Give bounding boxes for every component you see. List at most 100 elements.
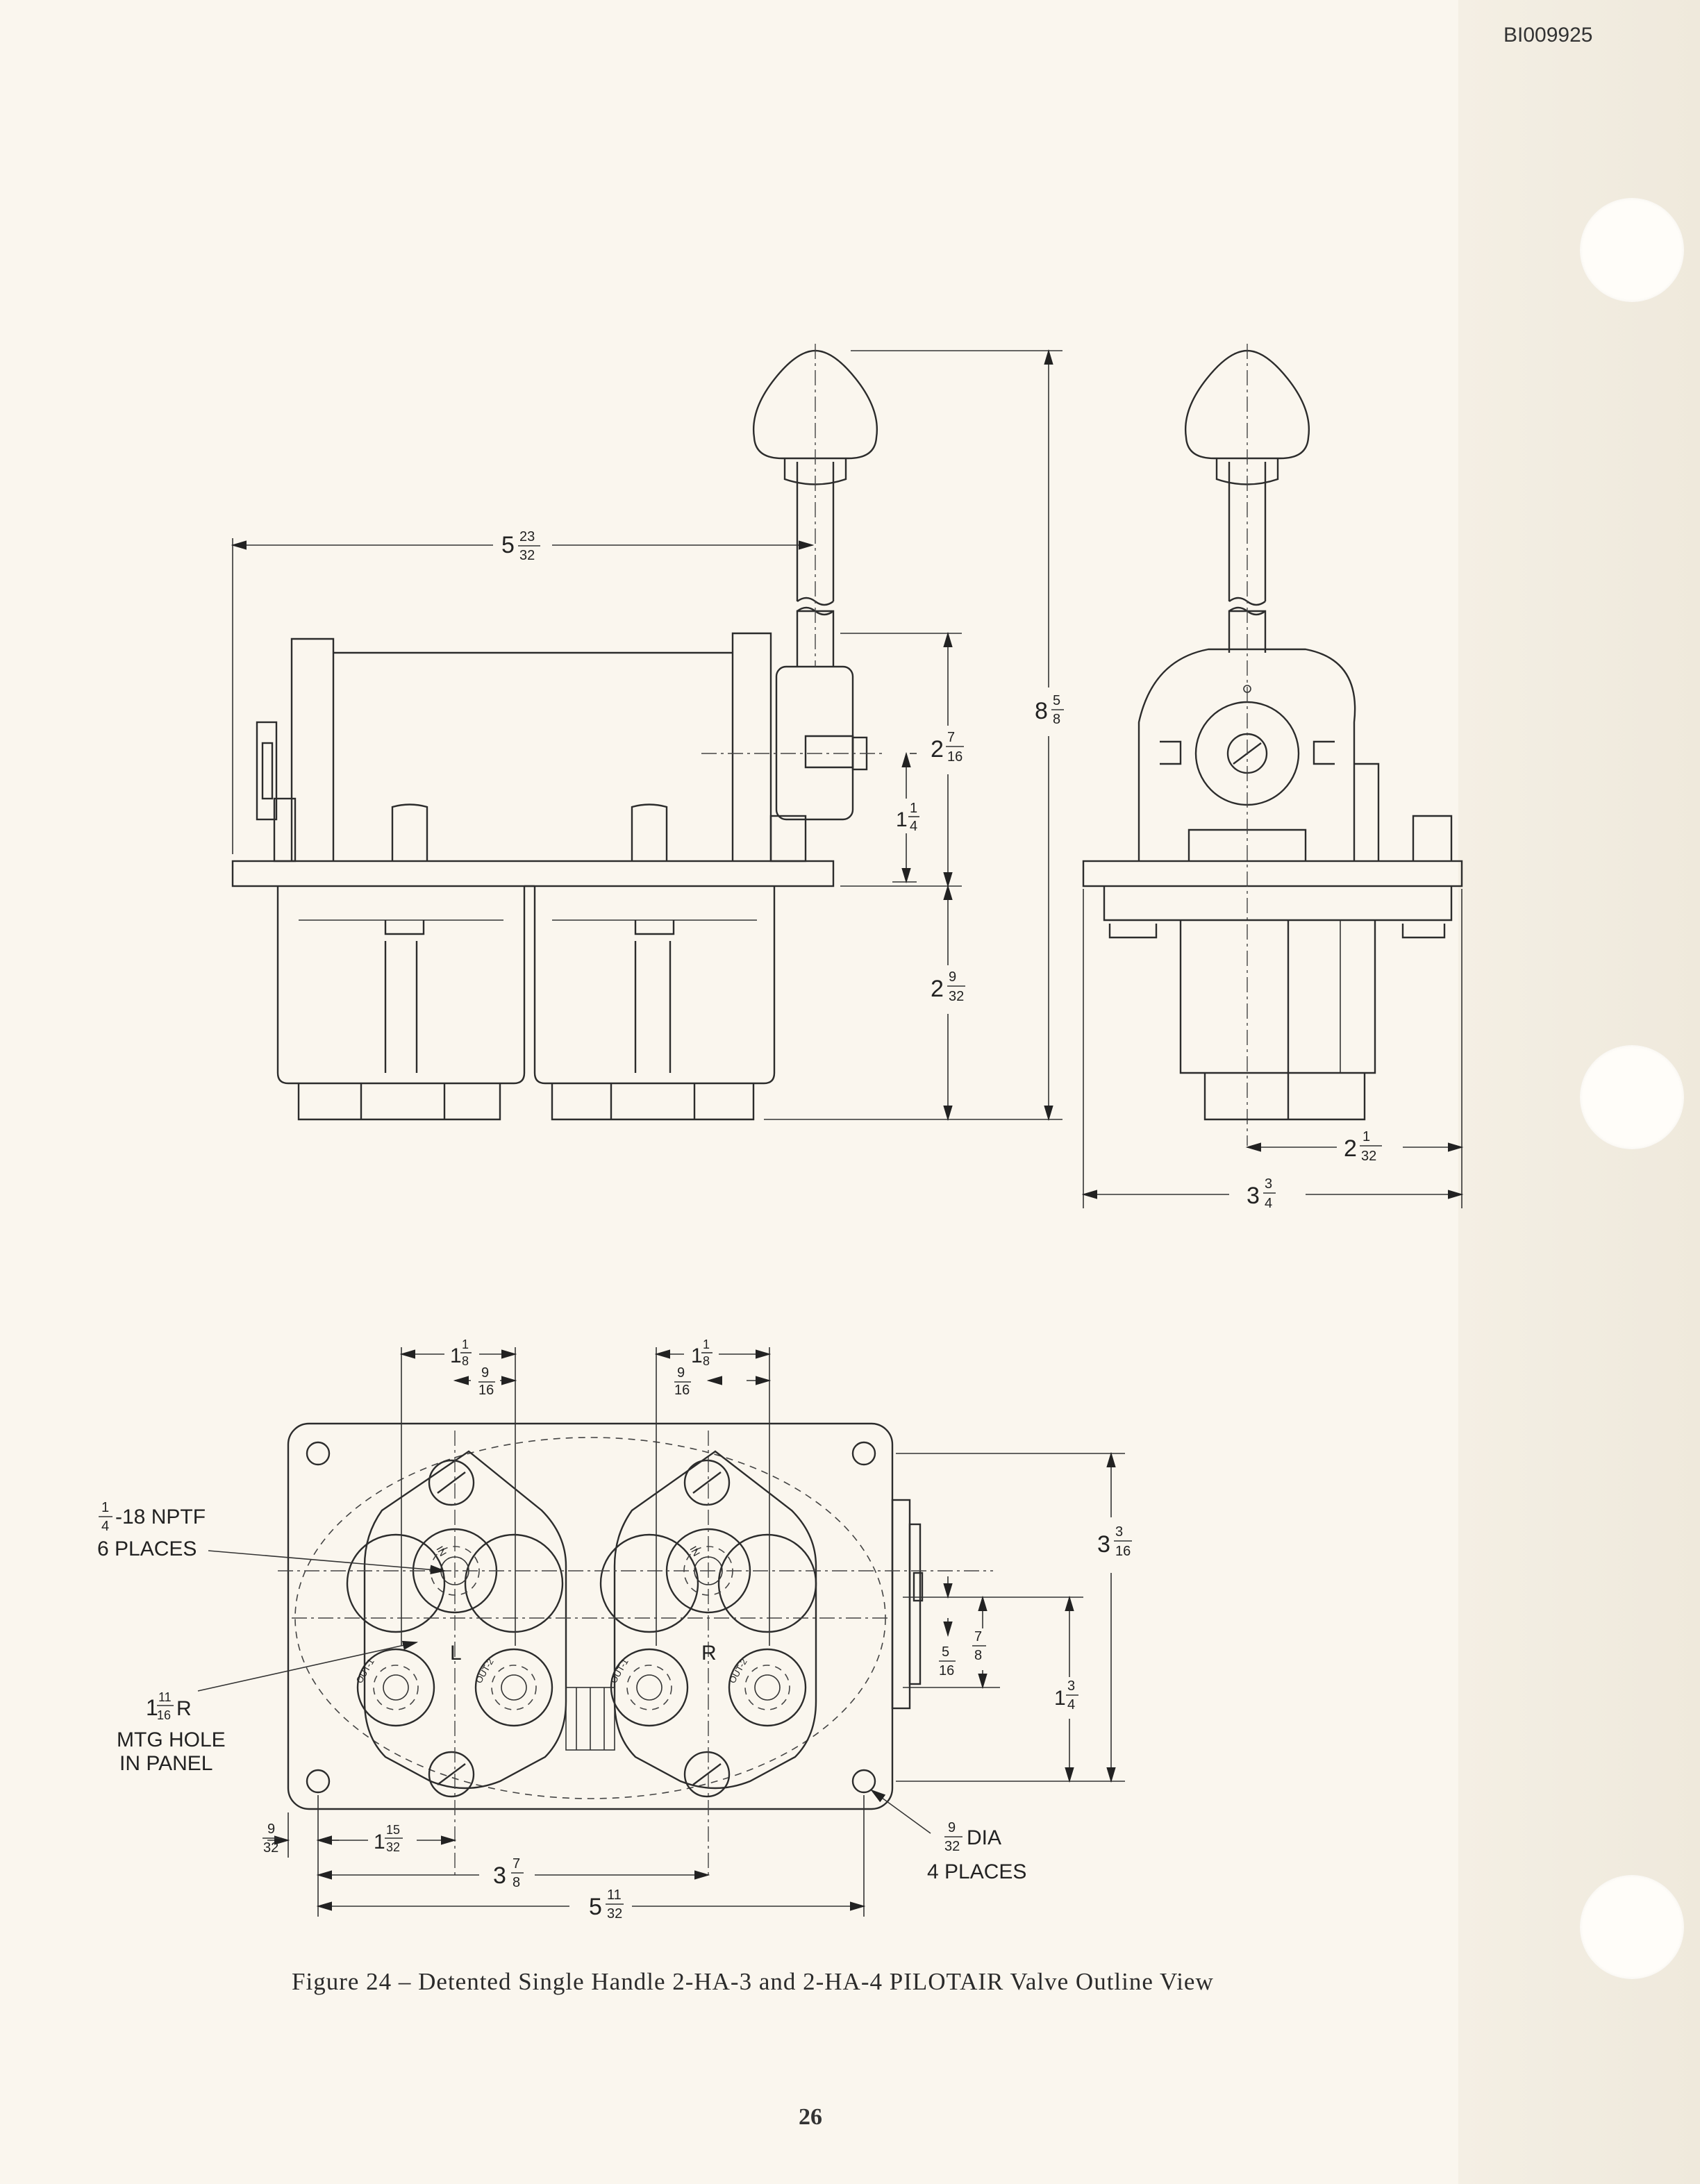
left-in-port-label: IN bbox=[434, 1544, 449, 1558]
svg-text:32: 32 bbox=[519, 548, 535, 563]
svg-text:5: 5 bbox=[1053, 693, 1060, 708]
svg-text:1: 1 bbox=[462, 1337, 469, 1351]
svg-text:4 PLACES: 4 PLACES bbox=[927, 1860, 1026, 1883]
hole-spacing-vertical-dimension: 1 3 4 bbox=[1054, 1678, 1078, 1712]
pivot-height-dimension: 1 1 4 bbox=[896, 801, 919, 834]
svg-text:3: 3 bbox=[1097, 1531, 1110, 1558]
end-view bbox=[1082, 344, 1463, 1146]
figure-caption: Figure 24 – Detented Single Handle 2-HA-… bbox=[292, 1968, 1214, 1995]
binder-hole-bottom bbox=[1580, 1875, 1684, 1979]
svg-text:1: 1 bbox=[691, 1344, 703, 1367]
right-valve-label: R bbox=[701, 1642, 717, 1665]
svg-text:16: 16 bbox=[674, 1383, 690, 1398]
port-vertical-dimension: 7 8 bbox=[972, 1629, 986, 1663]
upper-section-dimension: 2 7 16 bbox=[931, 730, 964, 765]
svg-text:15: 15 bbox=[386, 1823, 400, 1837]
svg-text:32: 32 bbox=[949, 989, 964, 1004]
svg-text:9: 9 bbox=[677, 1365, 685, 1381]
overall-height-dimension: 8 5 8 bbox=[1035, 693, 1064, 727]
document-id: BI009925 bbox=[1503, 24, 1593, 47]
svg-text:DIA: DIA bbox=[967, 1826, 1001, 1849]
hole-spacing-horizontal-dimension: 5 11 32 bbox=[589, 1887, 624, 1922]
svg-text:3: 3 bbox=[1067, 1678, 1075, 1694]
end-half-width-dimension: 2 1 32 bbox=[1344, 1129, 1382, 1164]
left-out1-port-label: OUT-1 bbox=[354, 1657, 376, 1685]
svg-text:11: 11 bbox=[158, 1690, 172, 1704]
svg-text:1: 1 bbox=[146, 1695, 158, 1720]
svg-text:8: 8 bbox=[703, 1354, 710, 1368]
svg-text:-18 NPTF: -18 NPTF bbox=[115, 1506, 206, 1528]
port-spacing-left-dimension: 1 1 8 bbox=[450, 1337, 472, 1368]
svg-text:16: 16 bbox=[939, 1663, 954, 1678]
svg-text:1: 1 bbox=[101, 1500, 109, 1515]
bottom-view-dimensions bbox=[197, 1347, 1125, 1917]
svg-text:32: 32 bbox=[607, 1906, 622, 1922]
svg-text:1: 1 bbox=[374, 1831, 385, 1853]
svg-text:4: 4 bbox=[1067, 1697, 1075, 1712]
mount-height-dimension: 3 3 16 bbox=[1097, 1524, 1132, 1559]
edge-offset-dimension: 9 32 bbox=[262, 1822, 281, 1856]
svg-text:9: 9 bbox=[949, 969, 956, 985]
svg-text:2: 2 bbox=[931, 976, 944, 1002]
svg-text:8: 8 bbox=[1053, 712, 1060, 727]
svg-text:1: 1 bbox=[450, 1344, 462, 1367]
svg-text:7: 7 bbox=[974, 1629, 982, 1644]
side-view-dimensions bbox=[231, 349, 1062, 1122]
port-vertical-offset-dimension: 5 16 bbox=[939, 1644, 956, 1678]
binder-hole-top bbox=[1580, 198, 1684, 302]
svg-text:3: 3 bbox=[1265, 1176, 1272, 1192]
right-out1-port-label: OUT-1 bbox=[608, 1657, 631, 1685]
svg-text:16: 16 bbox=[157, 1708, 171, 1722]
svg-text:2: 2 bbox=[931, 736, 944, 762]
svg-text:16: 16 bbox=[947, 749, 962, 765]
svg-text:4: 4 bbox=[101, 1519, 109, 1534]
center-distance-dimension: 3 7 8 bbox=[493, 1856, 524, 1890]
svg-text:2: 2 bbox=[1344, 1135, 1357, 1162]
svg-text:1: 1 bbox=[910, 801, 917, 816]
right-in-port-label: IN bbox=[688, 1544, 702, 1558]
svg-text:32: 32 bbox=[386, 1840, 400, 1854]
svg-text:R: R bbox=[176, 1697, 192, 1720]
port-offset-left-dimension: 9 16 bbox=[478, 1365, 495, 1398]
svg-text:9: 9 bbox=[948, 1820, 956, 1835]
svg-text:IN PANEL: IN PANEL bbox=[119, 1752, 213, 1775]
svg-text:8: 8 bbox=[512, 1875, 520, 1890]
svg-text:23: 23 bbox=[519, 529, 535, 544]
svg-text:8: 8 bbox=[974, 1648, 982, 1663]
side-view bbox=[231, 344, 882, 1121]
svg-text:1: 1 bbox=[896, 808, 908, 831]
first-port-dimension: 1 15 32 bbox=[374, 1823, 403, 1854]
dia-note: 9 32 DIA 4 PLACES bbox=[927, 1820, 1026, 1883]
svg-text:32: 32 bbox=[944, 1839, 960, 1854]
svg-text:16: 16 bbox=[478, 1383, 494, 1398]
svg-text:7: 7 bbox=[947, 730, 955, 745]
svg-text:4: 4 bbox=[910, 819, 917, 834]
svg-text:32: 32 bbox=[1361, 1149, 1376, 1164]
side-width-dimension: 5 23 32 bbox=[501, 529, 540, 563]
svg-text:6 PLACES: 6 PLACES bbox=[97, 1537, 197, 1560]
lower-section-dimension: 2 9 32 bbox=[931, 969, 965, 1004]
end-width-dimension: 3 3 4 bbox=[1247, 1176, 1276, 1211]
svg-text:7: 7 bbox=[512, 1856, 520, 1872]
svg-text:5: 5 bbox=[501, 532, 515, 558]
svg-text:8: 8 bbox=[1035, 698, 1048, 724]
svg-text:8: 8 bbox=[462, 1354, 469, 1368]
svg-text:3: 3 bbox=[493, 1862, 506, 1889]
svg-text:5: 5 bbox=[589, 1894, 602, 1920]
binder-hole-middle bbox=[1580, 1045, 1684, 1149]
port-spacing-right-dimension: 1 1 8 bbox=[691, 1337, 712, 1368]
page-number: 26 bbox=[799, 2104, 822, 2130]
svg-text:3: 3 bbox=[1115, 1524, 1123, 1540]
thread-spec-note: 1 4 -18 NPTF 6 PLACES bbox=[97, 1500, 206, 1560]
svg-text:MTG HOLE: MTG HOLE bbox=[117, 1728, 226, 1751]
svg-text:4: 4 bbox=[1265, 1196, 1272, 1211]
port-offset-right-dimension: 9 16 bbox=[674, 1365, 691, 1398]
svg-text:32: 32 bbox=[263, 1840, 278, 1856]
end-view-dimensions bbox=[1081, 889, 1464, 1208]
svg-text:9: 9 bbox=[481, 1365, 489, 1381]
svg-text:1: 1 bbox=[703, 1337, 710, 1351]
svg-text:9: 9 bbox=[267, 1822, 275, 1837]
svg-text:3: 3 bbox=[1247, 1183, 1260, 1209]
svg-text:1: 1 bbox=[1362, 1129, 1370, 1144]
